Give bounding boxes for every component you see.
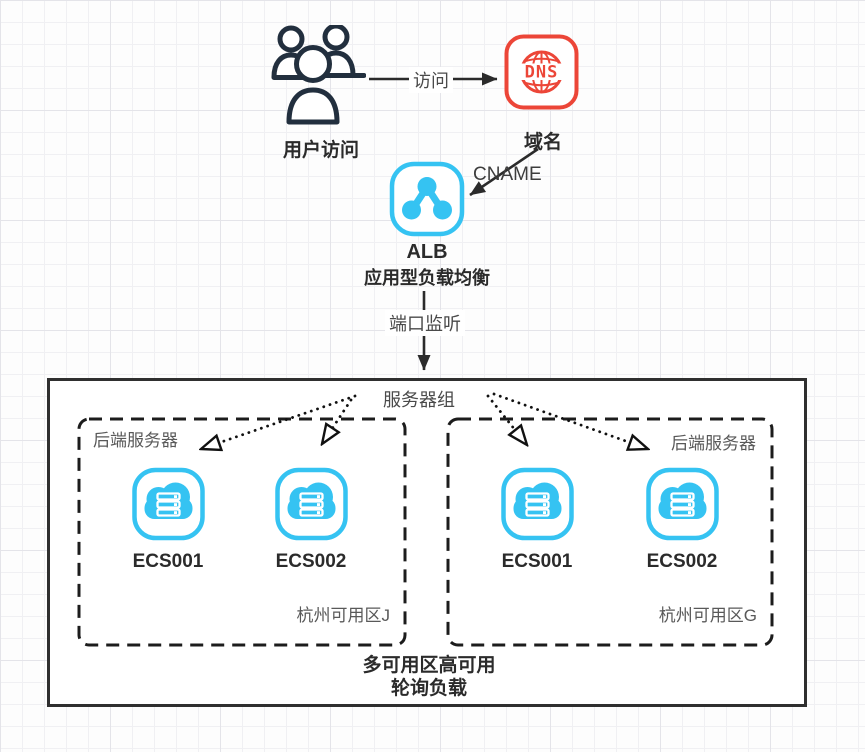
users-icon xyxy=(271,25,366,125)
ecs-label: ECS001 xyxy=(501,551,573,572)
backend-servers-label-right: 后端服务器 xyxy=(671,434,756,453)
ecs-cloud-server-icon xyxy=(499,466,576,542)
backend-servers-label-left: 后端服务器 xyxy=(93,431,178,450)
ecs-label: ECS002 xyxy=(275,551,347,572)
listener-edge-label: 端口监听 xyxy=(385,310,465,336)
footer-line2: 轮询负载 xyxy=(390,678,467,699)
ecs-cloud-server-icon xyxy=(273,466,350,542)
dns-globe-icon: DNS xyxy=(504,34,579,110)
zone-label-right: 杭州可用区G xyxy=(658,606,757,625)
users-label: 用户访问 xyxy=(282,140,359,161)
footer-label: 多可用区高可用 轮询负载 xyxy=(254,654,604,700)
ecs-label: ECS001 xyxy=(132,551,204,572)
footer-line1: 多可用区高可用 xyxy=(362,655,496,676)
dns-icon-text: DNS xyxy=(525,63,559,83)
ecs-label: ECS002 xyxy=(646,551,718,572)
visit-edge-label: 访问 xyxy=(409,67,453,93)
server-group-label: 服务器组 xyxy=(383,390,455,410)
ecs-cloud-server-icon xyxy=(644,466,721,542)
alb-label: ALB xyxy=(406,241,448,263)
zone-label-left: 杭州可用区J xyxy=(296,606,391,625)
ecs-cloud-server-icon xyxy=(130,466,207,542)
cname-edge-label: CNAME xyxy=(473,164,542,185)
alb-load-balancer-icon xyxy=(389,161,465,237)
alb-sublabel: 应用型负载均衡 xyxy=(364,268,490,288)
dns-label: 域名 xyxy=(523,132,562,153)
